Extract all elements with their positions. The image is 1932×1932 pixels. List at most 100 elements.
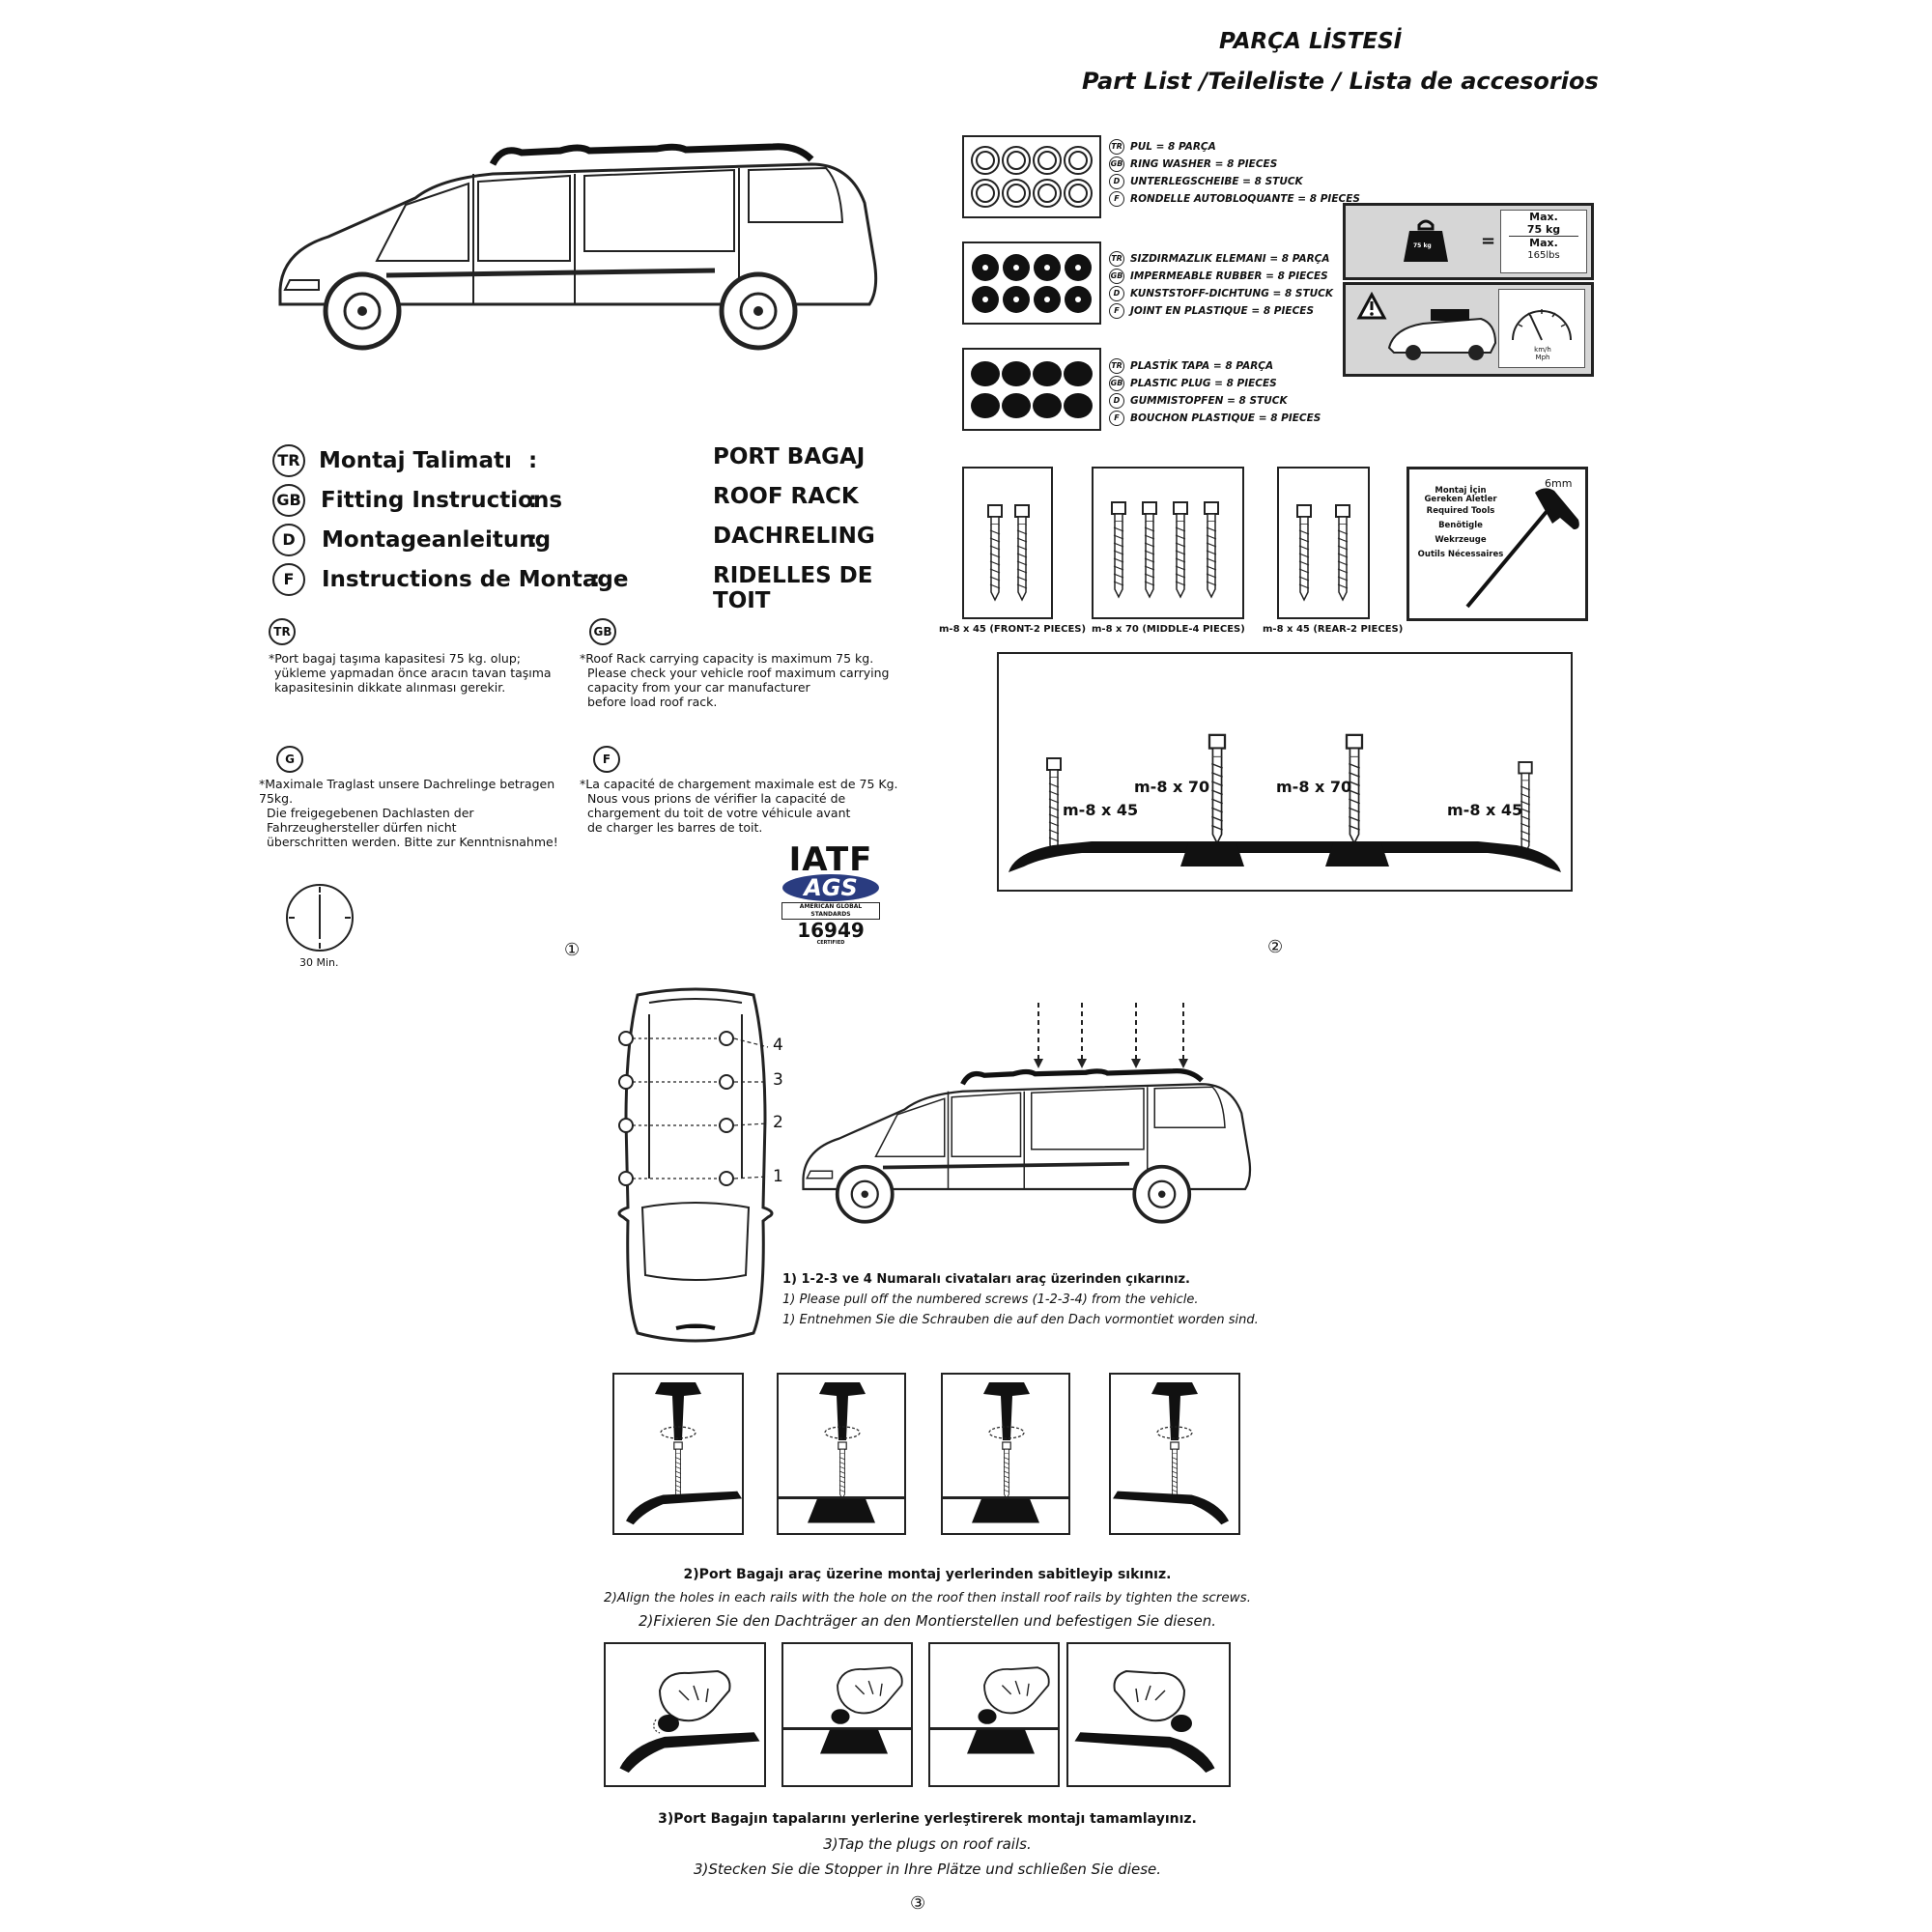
tool-line: Outils Nécessaires [1417, 550, 1504, 559]
plastic-plug-icon [653, 1715, 679, 1734]
clock-icon [286, 884, 354, 952]
load-capacity-box: 75 kg = Max. 75 kg Max. 165lbs [1343, 203, 1594, 280]
note-tr: TR *Port bagaj taşıma kapasitesi 75 kg. … [269, 618, 578, 695]
instruction-label: Fitting Instructions [321, 488, 563, 513]
instruction-value: ROOF RACK [713, 484, 859, 509]
hole-number: 4 [773, 1036, 783, 1055]
step-line: 3)Port Bagajın tapalarını yerlerine yerl… [658, 1811, 1197, 1827]
step2-panel-middle [777, 1373, 906, 1535]
step2-panel-middle [941, 1373, 1070, 1535]
note-line: de charger les barres de toit. [587, 820, 763, 835]
language-badge: F [272, 563, 305, 596]
note-line: Please check your vehicle roof maximum c… [587, 666, 890, 680]
required-tools-box: Montaj İçin Gereken Aletler Required Too… [1406, 467, 1588, 621]
rail-end-icon [626, 1491, 742, 1525]
van-illustration [796, 1068, 1260, 1252]
screw-icon [1002, 1441, 1011, 1500]
note-line: Nous vous prions de vérifier la capacité… [587, 791, 846, 806]
rail-label: m-8 x 70 [1134, 778, 1210, 796]
rail-foot-icon [808, 1498, 875, 1523]
weight-icon [1404, 219, 1448, 262]
plug-part-box [962, 348, 1101, 431]
step-line: 2)Port Bagajı araç üzerine montaj yerler… [683, 1567, 1172, 1582]
note-line: capacity from your car manufacturer [587, 680, 810, 695]
instruction-label: Instructions de Montage [322, 567, 629, 592]
instruction-row-tr: TR Montaj Talimatı : PORT BAGAJ [272, 444, 929, 477]
rail-foot-icon [972, 1498, 1039, 1523]
washer-part-box [962, 135, 1101, 218]
rail-end-icon [1074, 1732, 1215, 1774]
note-line: chargement du toit de votre véhicule ava… [587, 806, 851, 820]
page-number: ② [1267, 937, 1284, 957]
step-line: 2)Fixieren Sie den Dachträger an den Mon… [639, 1612, 1216, 1630]
language-badge: G [276, 746, 303, 773]
note-gb: GB *Roof Rack carrying capacity is maxim… [580, 618, 927, 709]
step3-panel-front [604, 1642, 766, 1787]
hole-number: 2 [773, 1113, 783, 1132]
instruction-row-d: D Montageanleitung : DACHRELING [272, 524, 929, 556]
note-line: *Maximale Traglast unsere Dachrelinge be… [259, 777, 555, 806]
step-line: 3)Stecken Sie die Stopper in Ihre Plätze… [693, 1861, 1162, 1878]
page-number: ① [564, 940, 581, 960]
step3-text: 3)Port Bagajın tapalarını yerlerine yerl… [580, 1806, 1275, 1882]
screw-icon [987, 504, 1003, 601]
hole-number: 3 [773, 1070, 783, 1090]
time-label: 30 Min. [299, 956, 339, 969]
rail-end-icon [1113, 1491, 1229, 1525]
impermeable-rubber-icon [972, 254, 1092, 313]
screw-icon [1335, 504, 1350, 601]
note-g: G *Maximale Traglast unsere Dachrelinge … [259, 746, 587, 849]
rail-foot-icon [967, 1729, 1035, 1754]
rail-label: m-8 x 45 [1447, 801, 1523, 819]
rotation-arrow-icon [660, 1426, 696, 1439]
step3-panel-rear [1066, 1642, 1231, 1787]
step-line: 3)Tap the plugs on roof rails. [823, 1835, 1032, 1853]
screw-icon [1173, 501, 1188, 598]
plastic-plug-icon [1171, 1715, 1192, 1732]
language-badge: GB [272, 484, 305, 517]
hole-number: 1 [773, 1167, 783, 1186]
step3-panel-middle [781, 1642, 913, 1787]
step-line: 1) 1-2-3 ve 4 Numaralı civataları araç ü… [782, 1272, 1190, 1287]
instruction-value: PORT BAGAJ [713, 444, 866, 469]
tool-line: Gereken Aletler [1424, 495, 1497, 504]
screw-icon [1204, 501, 1219, 598]
instruction-colon: : [528, 527, 538, 553]
speed-warning-box: km/h Mph [1343, 282, 1594, 377]
step2-text: 2)Port Bagajı araç üzerine montaj yerler… [580, 1563, 1275, 1633]
logo-text: 16949 [797, 919, 865, 942]
page-title: PARÇA LİSTESİ [1219, 29, 1403, 54]
language-badge: F [593, 746, 620, 773]
logo-text: AGS [782, 874, 879, 901]
step-line: 1) Please pull off the numbered screws (… [782, 1293, 1199, 1307]
step2-panel-rear [1109, 1373, 1240, 1535]
note-line: Die freigegebenen Dachlasten der [267, 806, 474, 820]
rail-label: m-8 x 45 [1063, 801, 1139, 819]
screw-icon [838, 1441, 847, 1500]
plastic-plug-icon [971, 361, 1093, 418]
speedometer-icon [1512, 309, 1572, 341]
language-badge: TR [269, 618, 296, 645]
instruction-label: Montageanleitung [322, 527, 552, 553]
note-line: überschritten werden. Bitte zur Kenntnis… [267, 835, 558, 849]
step-line: 1) Entnehmen Sie die Schrauben die auf d… [782, 1313, 1259, 1327]
instruction-colon: : [528, 448, 538, 473]
tool-line: Required Tools [1426, 506, 1495, 516]
instruction-colon: : [528, 488, 538, 513]
instruction-value: DACHRELING [713, 524, 875, 549]
speed-unit-label: km/h Mph [1534, 346, 1551, 361]
screw-caption: m-8 x 45 (FRONT-2 PIECES) [939, 624, 1087, 635]
logo-text: IATF [788, 840, 873, 879]
language-badge: TR [272, 444, 305, 477]
note-f: F *La capacité de chargement maximale es… [580, 746, 927, 835]
language-badge: D [272, 524, 305, 556]
instruction-value: RIDELLES DE TOIT [713, 563, 873, 613]
screw-caption: m-8 x 45 (REAR-2 PIECES) [1263, 624, 1404, 635]
front-screw-box [962, 467, 1053, 619]
van-illustration [270, 145, 889, 386]
rubber-part-box [962, 242, 1101, 325]
screw-icon [1142, 501, 1157, 598]
instruction-label: Montaj Talimatı [319, 448, 512, 473]
